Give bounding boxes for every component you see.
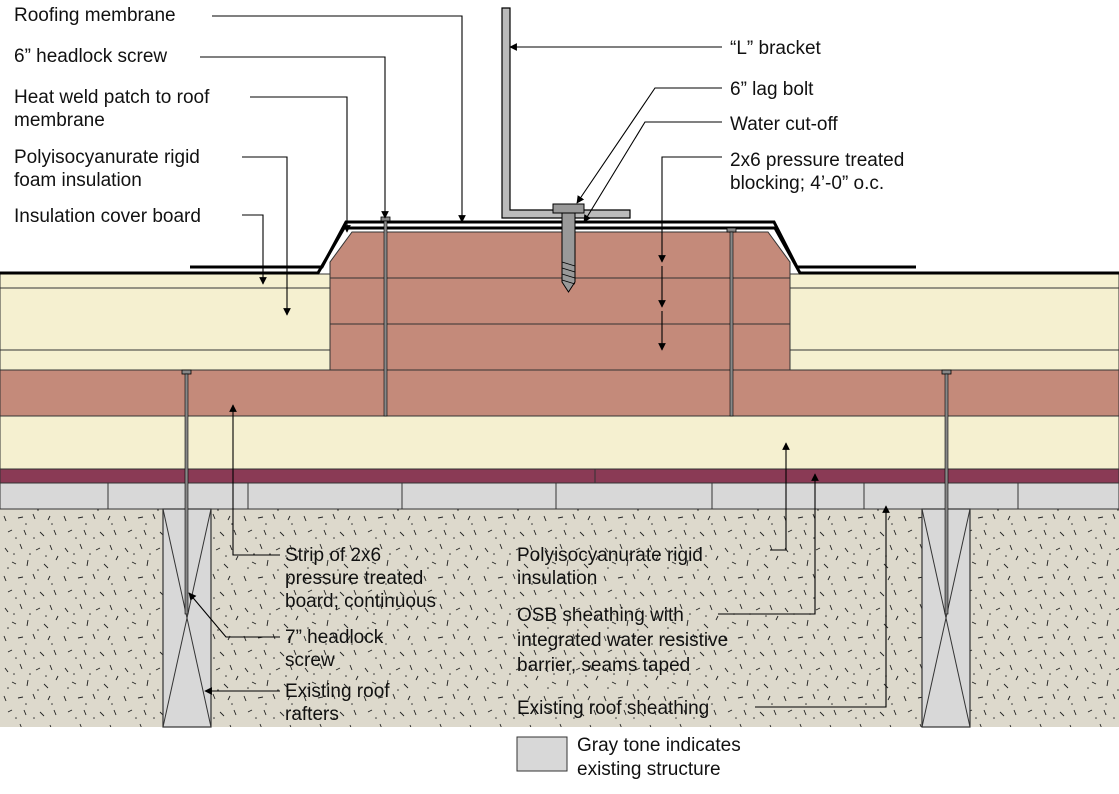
label-heat-weld-patch-line2: membrane <box>14 110 105 131</box>
pressure-treated-blocking <box>329 231 791 371</box>
legend-text-line2: existing structure <box>577 759 721 780</box>
label-polyiso-insulation-line2: insulation <box>517 568 597 589</box>
existing-roof-sheathing <box>0 482 1119 510</box>
label-polyiso-insulation-line1: Polyisocyanurate rigid <box>517 545 703 566</box>
label-strip-2x6-line3: board; continuous <box>285 591 436 612</box>
label-7in-headlock-line1: 7” headlock <box>285 627 384 648</box>
l-bracket <box>501 7 631 219</box>
label-heat-weld-patch-line1: Heat weld patch to roof <box>14 87 210 108</box>
headlock-screw-6in-right <box>726 227 737 417</box>
leader-lines <box>188 15 890 708</box>
polyiso-insulation-lower <box>0 415 1119 470</box>
label-rafters-line1: Existing roof <box>285 681 390 702</box>
label-osb-line3: barrier, seams taped <box>517 655 690 676</box>
label-blocking-line2: blocking; 4’-0” o.c. <box>730 173 884 194</box>
label-lag-bolt: 6” lag bolt <box>730 79 814 100</box>
legend-gray-swatch <box>516 736 568 772</box>
lag-bolt <box>552 203 585 293</box>
polyiso-foam-insulation-upper <box>0 287 1119 371</box>
label-l-bracket: “L” bracket <box>730 38 822 59</box>
label-insulation-cover-board: Insulation cover board <box>14 206 201 227</box>
label-6in-headlock-screw: 6” headlock screw <box>14 46 167 67</box>
headlock-screw-7in-left <box>181 369 192 615</box>
label-rafters-line2: rafters <box>285 704 339 725</box>
continuous-2x6-strip <box>0 369 1119 417</box>
roofing-membrane <box>0 220 1119 275</box>
label-7in-headlock-line2: screw <box>285 650 335 671</box>
label-strip-2x6-line1: Strip of 2x6 <box>285 545 381 566</box>
label-water-cutoff: Water cut-off <box>730 114 838 135</box>
label-polyiso-foam-line2: foam insulation <box>14 170 142 191</box>
osb-sheathing <box>0 468 1119 484</box>
label-polyiso-foam-line1: Polyisocyanurate rigid <box>14 147 200 168</box>
headlock-screw-7in-right <box>941 369 952 615</box>
legend-text-line1: Gray tone indicates <box>577 735 741 756</box>
label-osb-line2: integrated water resistive <box>517 630 728 651</box>
label-blocking-line1: 2x6 pressure treated <box>730 150 904 171</box>
label-roofing-membrane: Roofing membrane <box>14 5 176 26</box>
label-existing-roof-sheathing: Existing roof sheathing <box>517 698 709 719</box>
label-strip-2x6-line2: pressure treated <box>285 568 423 589</box>
label-osb-line1: OSB sheathing with <box>517 605 684 626</box>
